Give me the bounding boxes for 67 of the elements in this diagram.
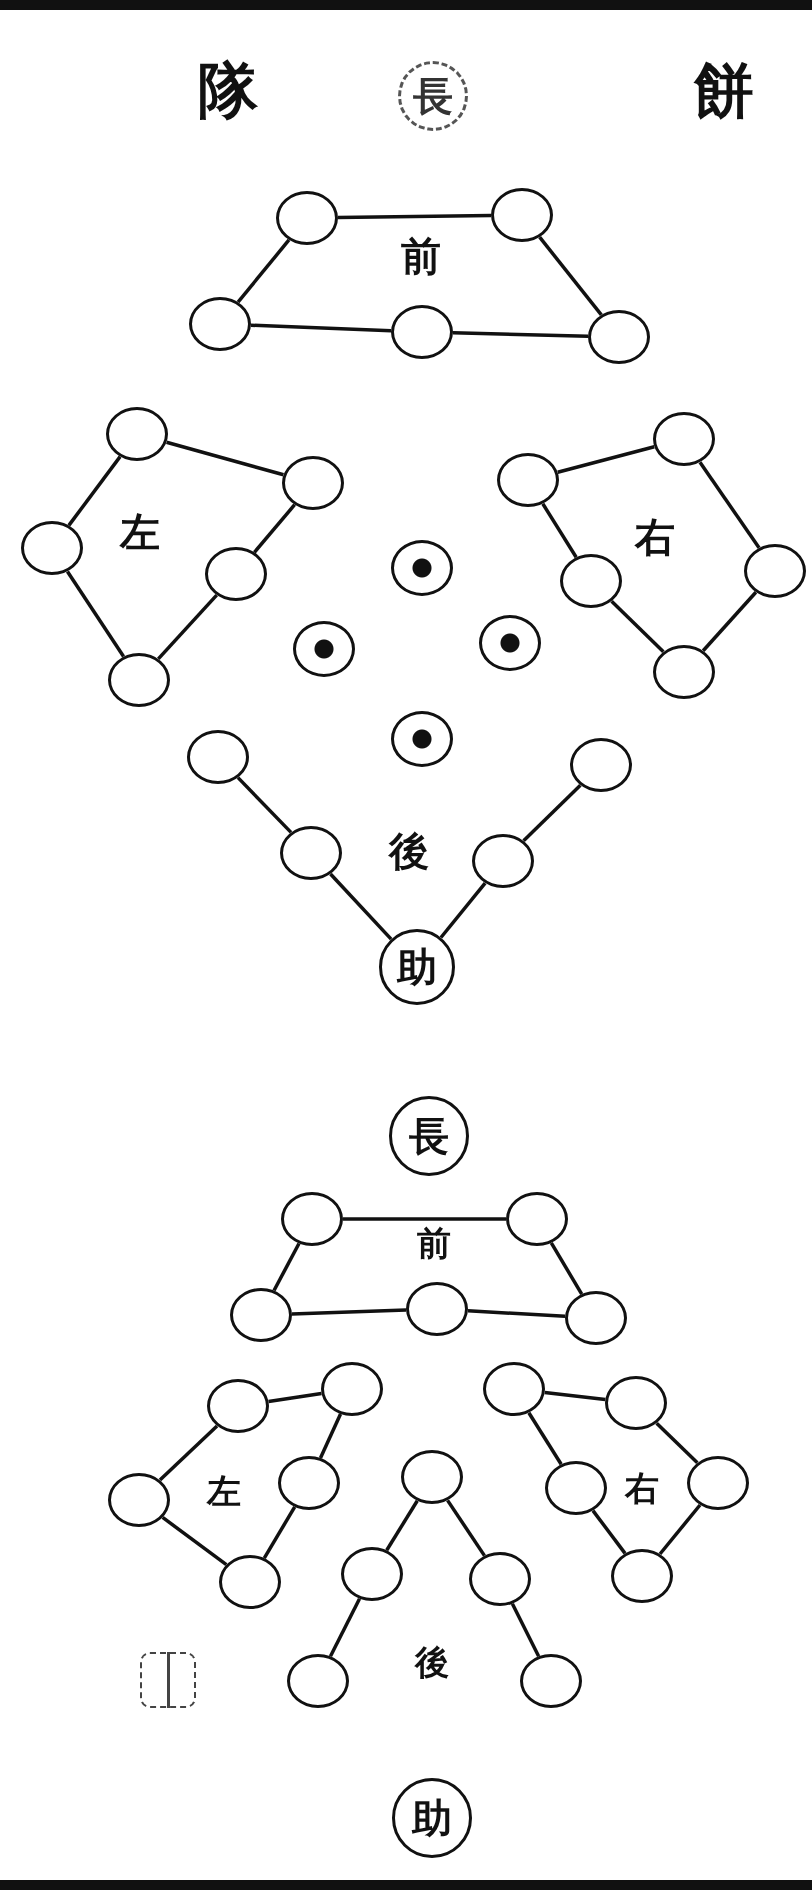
connector-line [446, 1499, 486, 1557]
connector-line [328, 1597, 362, 1658]
connector-line [655, 1421, 699, 1465]
connector-line [658, 1503, 702, 1556]
formation-label: 前 [401, 236, 441, 276]
connector-line [510, 1602, 541, 1658]
connector-line [157, 593, 218, 661]
circle-marker [653, 645, 715, 699]
formation-label: 左 [120, 512, 160, 552]
formation-label: 左 [207, 1474, 241, 1508]
connector-line [538, 236, 603, 316]
connector-line [610, 599, 665, 654]
formation-label: 後 [415, 1645, 449, 1679]
circled-character: 長 [398, 61, 468, 131]
connector-line [253, 503, 296, 554]
connector-line [158, 1424, 219, 1482]
connector-line [337, 213, 492, 220]
formation-label: 後 [389, 831, 429, 871]
circled-character: 長 [389, 1096, 469, 1176]
connector-line [544, 1390, 606, 1402]
connector-line [67, 455, 122, 527]
connector-line [527, 1411, 563, 1466]
circle-marker [108, 1473, 170, 1527]
connector-line [557, 445, 655, 474]
heading-character: 餅 [694, 60, 754, 120]
connector-line [250, 323, 392, 333]
connector-line [268, 1391, 322, 1404]
connector-line [236, 238, 291, 304]
circle-marker [472, 834, 534, 888]
heading-character: 隊 [198, 60, 258, 120]
connector-line [549, 1242, 584, 1295]
connector-line [343, 1217, 506, 1221]
circled-character: 助 [392, 1778, 472, 1858]
connector-line [701, 591, 758, 652]
circle-marker [605, 1376, 667, 1430]
connector-line [541, 502, 578, 559]
connector-line [591, 1509, 627, 1555]
circle-marker [187, 730, 249, 784]
connector-line [65, 570, 126, 658]
connector-line [385, 1499, 419, 1552]
circle-marker [570, 738, 632, 792]
formation-label: 右 [635, 517, 675, 557]
connector-line [318, 1413, 343, 1459]
circle-marker [687, 1456, 749, 1510]
connector-line [522, 783, 582, 843]
connector-line [452, 331, 589, 338]
ringed-dot-marker [391, 711, 453, 767]
connector-line [698, 461, 761, 549]
formation-label: 右 [625, 1471, 659, 1505]
connector-line [161, 1516, 228, 1566]
ringed-dot-marker [293, 621, 355, 677]
connector-line [166, 440, 284, 477]
connector-line [272, 1242, 301, 1292]
connector-line [236, 776, 293, 834]
ringed-dot-marker [391, 540, 453, 596]
ringed-dot-marker [479, 615, 541, 671]
circled-character: 助 [379, 929, 455, 1005]
formation-label: 前 [417, 1226, 451, 1260]
connector-line [467, 1309, 566, 1318]
connector-line [262, 1506, 297, 1559]
circle-marker [280, 826, 342, 880]
circle-marker [219, 1555, 281, 1609]
connector-line [439, 881, 487, 939]
connector-line [291, 1308, 407, 1316]
connector-line [329, 872, 393, 941]
circle-marker [207, 1379, 269, 1433]
circle-marker [560, 554, 622, 608]
